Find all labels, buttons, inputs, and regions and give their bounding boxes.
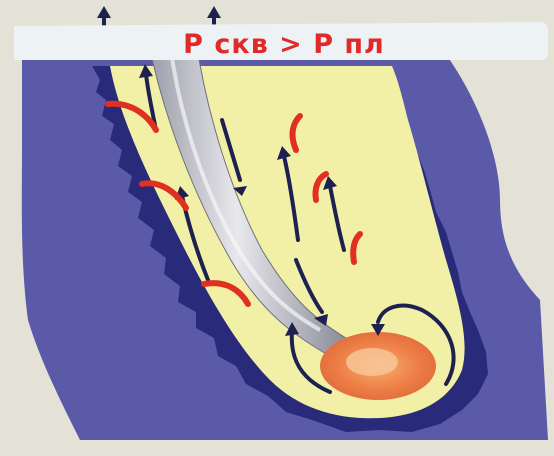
drill-bit-core	[346, 348, 398, 376]
label-container: Р скв > Р пл	[20, 24, 548, 58]
pressure-condition-label: Р скв > Р пл	[20, 30, 548, 60]
arrowhead-top-1	[97, 6, 111, 18]
arrowhead-top-2	[207, 6, 221, 18]
